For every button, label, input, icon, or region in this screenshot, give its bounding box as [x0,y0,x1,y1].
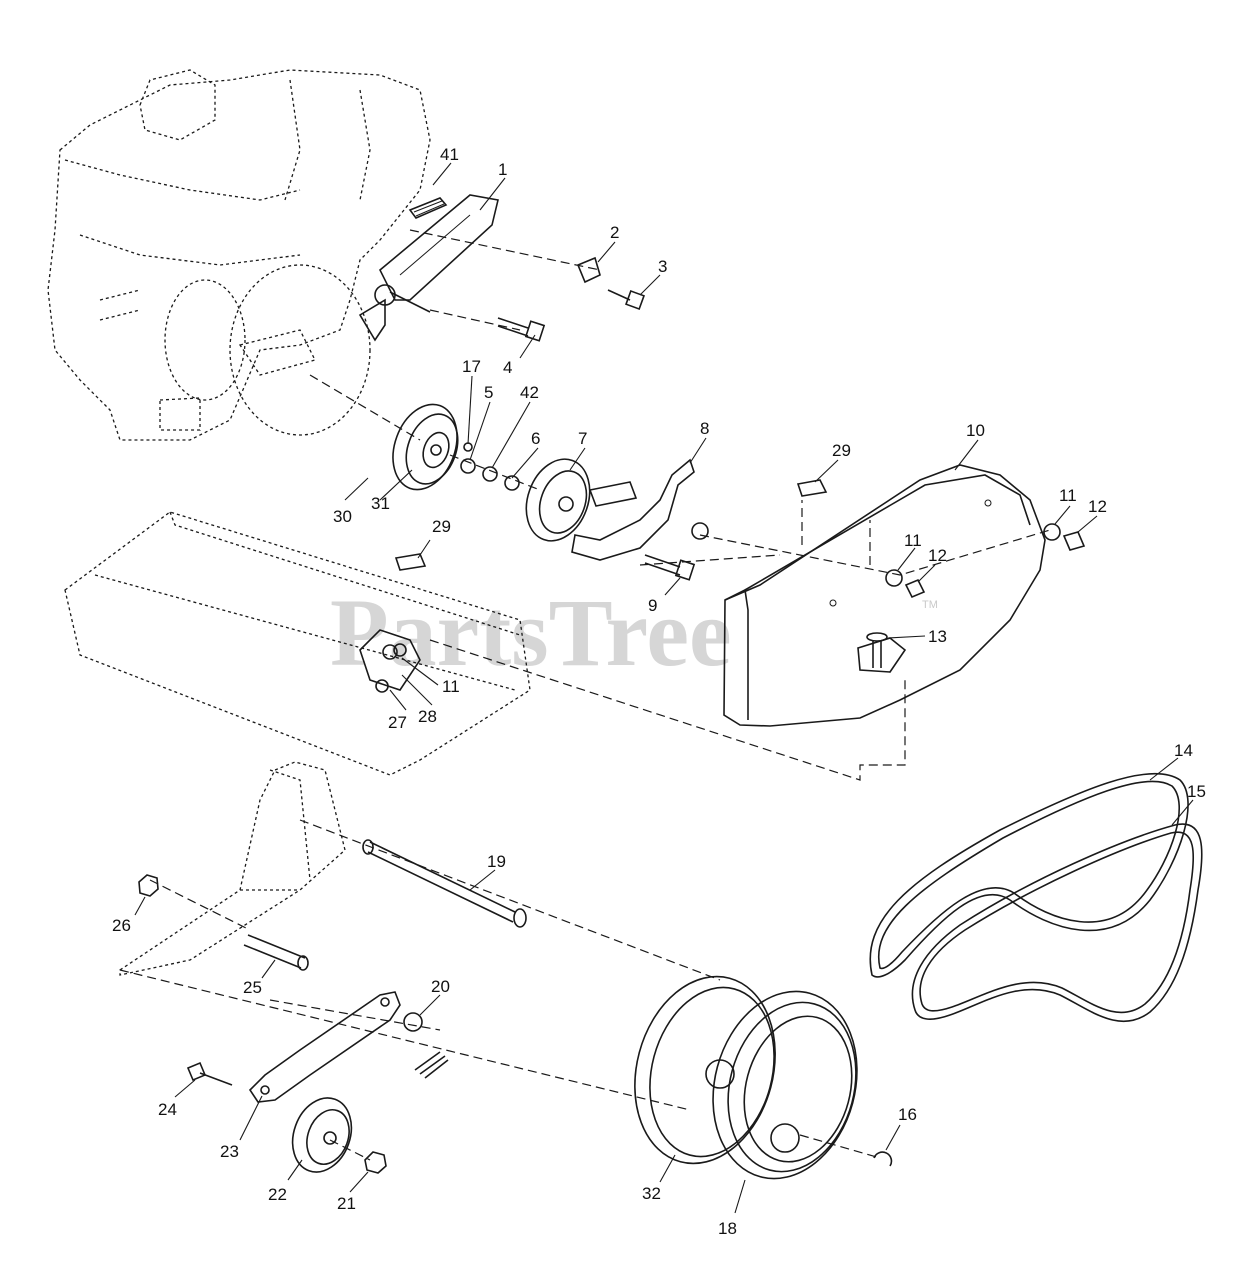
callout-13: 13 [928,627,947,646]
part-18-wheel [712,990,858,1180]
part-12-nut [904,578,926,599]
part-8-shaft [588,481,638,507]
part-31-pulley [392,403,459,491]
callout-20: 20 [431,977,450,996]
part-41-spring [408,197,448,219]
part-11-washer [1043,523,1061,541]
callout-leaders [134,162,1194,1214]
callout-4: 4 [503,358,512,377]
part-12-nut [1062,531,1086,551]
callout-29: 29 [832,441,851,460]
part-9-bolt [644,554,696,581]
callout-16: 16 [898,1105,917,1124]
part-19-axle [362,839,527,928]
callout-30: 30 [333,507,352,526]
callout-28: 28 [418,707,437,726]
part-2-clip [576,256,601,284]
part-20-spacer [403,1012,423,1032]
callout-11: 11 [1059,486,1077,505]
callout-17: 17 [462,357,481,376]
tine-shield [64,511,531,776]
part-4-bolt [497,317,546,342]
callout-42: 42 [520,383,539,402]
part-29-decal [796,479,828,497]
callout-5: 5 [484,383,493,402]
idler-spring [414,1051,449,1079]
part-6-washer [504,475,520,491]
callout-8: 8 [700,419,709,438]
part-32-wheel [634,975,776,1165]
callout-27: 27 [388,713,407,732]
part-23-hole [260,1085,270,1095]
part-3-bolt [607,289,645,310]
part-11-washer [885,569,903,587]
part-42-washer [482,466,498,482]
part-27-28-cluster [359,629,421,693]
part-15-belt [911,823,1203,1023]
watermark-text: PartsTree [330,579,732,686]
callout-26: 26 [112,916,131,935]
callout-24: 24 [158,1100,177,1119]
part-11-washer [691,522,709,540]
callout-12: 12 [1088,497,1107,516]
part-29-decal [394,553,427,571]
callout-29: 29 [432,517,451,536]
part-25-pin [243,934,309,971]
tiller-frame [119,761,346,976]
part-8-bracket [571,458,695,561]
part-22-idler-pulley [291,1097,353,1173]
part-13-carriage-bolt [857,632,907,673]
callout-labels: 41 1 2 3 4 17 5 42 6 7 8 29 10 11 12 30 … [112,145,1206,1238]
callout-23: 23 [220,1142,239,1161]
callout-7: 7 [578,429,587,448]
part-14-belt [869,772,1189,978]
part-10-belt-guard [723,464,1046,727]
part-16-clip [873,1151,893,1167]
part-24-bolt [186,1061,233,1086]
assembly-dashed-lines [119,229,1051,1161]
callout-32: 32 [642,1184,661,1203]
engine [47,69,431,441]
callout-6: 6 [531,429,540,448]
callout-11: 11 [904,531,922,550]
callout-22: 22 [268,1185,287,1204]
callout-21: 21 [337,1194,356,1213]
callout-11: 11 [442,677,460,696]
part-7-pulley [525,458,591,542]
assembly-dashed-line [429,639,906,781]
part-26-nut [138,874,159,897]
callout-14: 14 [1174,741,1193,760]
callout-9: 9 [648,596,657,615]
callout-15: 15 [1187,782,1206,801]
callout-41: 41 [440,145,459,164]
callout-18: 18 [718,1219,737,1238]
part-5-washer [460,458,476,474]
callout-12: 12 [928,546,947,565]
part-1-bracket [358,194,499,342]
part-17-key [463,442,473,452]
callout-1: 1 [498,160,507,179]
part-23-hole [380,997,390,1007]
part-21-nut [364,1151,387,1174]
callout-25: 25 [243,978,262,997]
watermark-tm: TM [922,599,938,611]
part-23-idler-arm [248,991,401,1103]
callout-31: 31 [371,494,390,513]
callout-19: 19 [487,852,506,871]
callout-10: 10 [966,421,985,440]
callout-2: 2 [610,223,619,242]
callout-3: 3 [658,257,667,276]
